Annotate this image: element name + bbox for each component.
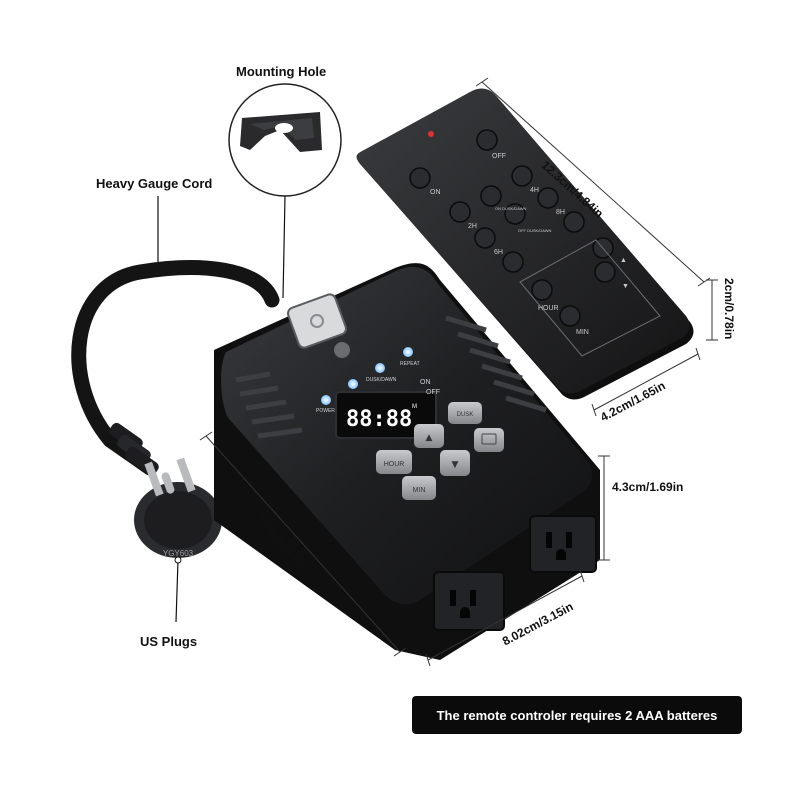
down-button-label: ▼: [452, 460, 459, 470]
battery-note-banner: The remote controler requires 2 AAA batt…: [412, 696, 742, 734]
remote-label-down: ▼: [622, 283, 629, 290]
remote-label-min: MIN: [576, 329, 589, 336]
light-sensor: [332, 340, 352, 360]
us-plugs-label: US Plugs: [140, 634, 198, 649]
remote-ir-led: [428, 131, 434, 137]
indicator-leds: [321, 347, 413, 405]
dimension-lines: [199, 77, 718, 667]
hour-button: [376, 450, 412, 474]
heavy-cord-callout-line: [147, 196, 159, 272]
indicator-label-repeat: REPEAT: [400, 361, 420, 367]
remote-thickness-label: 2cm/0.78in: [722, 278, 736, 340]
hour-button-label: HOUR: [384, 461, 405, 468]
indicator-label-dusk-dawn: DUSK/DAWN: [366, 377, 397, 383]
power-switch: [287, 293, 347, 349]
remote-label-on: ON: [430, 189, 441, 196]
mode-off-label: OFF: [426, 389, 440, 396]
remote-label-4h: 4H: [530, 187, 539, 194]
power-cord: [71, 260, 280, 476]
plug-markings: YGY603: [163, 549, 194, 558]
remote-control: OFF ON 4H 2H 8H 6H ON DUSK/DAWN OFF DUSK…: [356, 88, 694, 400]
outlet-depth-label: 4.3cm/1.69in: [612, 480, 684, 494]
remote-label-dusk-dawn: ON DUSK/DAWN: [495, 206, 527, 211]
timer-device: POWER ON DUSK/DAWN REPEAT 88:88 M ON OFF…: [214, 263, 600, 660]
battery-note-text: The remote controler requires 2 AAA batt…: [436, 707, 718, 723]
us-plug: YGY603: [134, 457, 222, 623]
outlet-right: [529, 515, 597, 573]
remote-label-hour: HOUR: [538, 305, 559, 312]
timer-buttons: DUSK ▲ HOUR ▼ MIN: [376, 402, 504, 500]
remote-label-8h: 8H: [556, 209, 565, 216]
grip-ribs-right: [445, 315, 547, 413]
dusk-button: [448, 402, 482, 424]
remote-label-2h: 2H: [468, 223, 477, 230]
mode-on-label: ON: [420, 379, 431, 386]
outlet-left: [433, 571, 505, 631]
down-button: [440, 450, 470, 476]
remote-label-up: ▲: [620, 257, 627, 264]
mounting-hole-label: Mounting Hole: [236, 64, 327, 79]
heavy-cord-label: Heavy Gauge Cord: [96, 176, 213, 191]
mounting-hole-callout: [228, 83, 342, 299]
lcd-display: 88:88 M ON OFF: [335, 379, 440, 439]
up-button-label: ▲: [426, 433, 433, 443]
remote-label-off: OFF: [492, 153, 506, 160]
lcd-digits: 88:88: [346, 407, 412, 432]
indicator-label-power: POWER: [316, 408, 335, 414]
min-button-label: MIN: [413, 487, 426, 494]
remote-label-6h: 6H: [494, 249, 503, 256]
min-button: [402, 476, 436, 500]
up-button: [414, 424, 444, 448]
remote-label-dusk-dawn-off: OFF DUSK/DAWN: [518, 228, 552, 233]
program-button: [474, 428, 504, 452]
dusk-button-label: DUSK: [457, 412, 474, 418]
power-icon: [310, 314, 324, 328]
grip-ribs-left: [235, 371, 303, 439]
lcd-ampm: M: [412, 404, 417, 410]
